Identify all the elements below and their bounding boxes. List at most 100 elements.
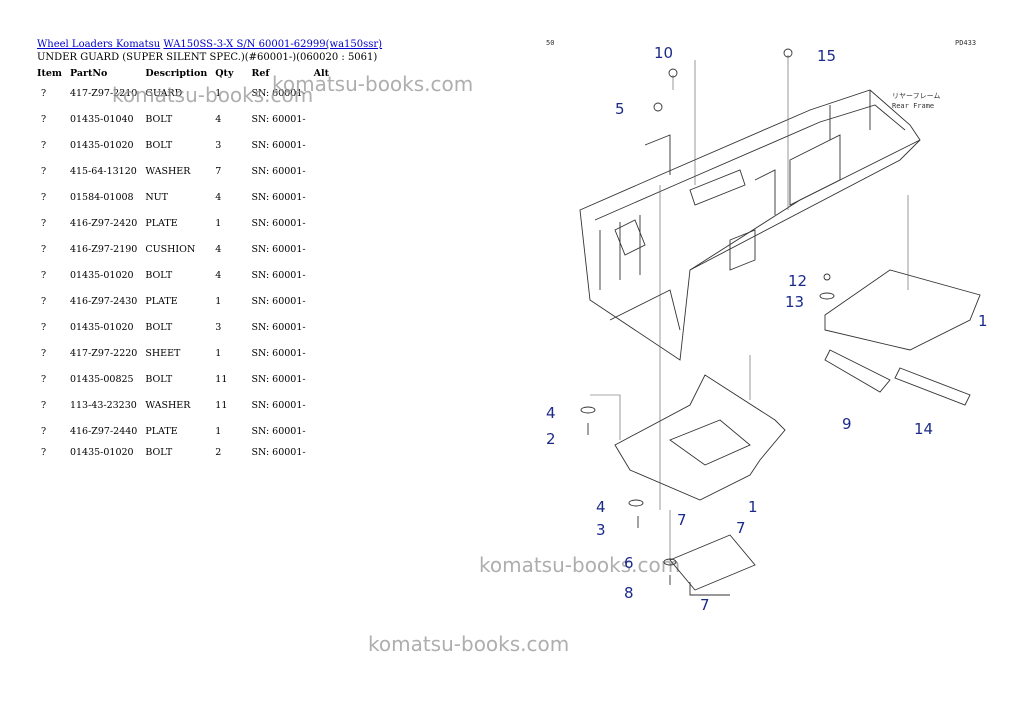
cell-partno: 416-Z97-2190 (69, 243, 138, 255)
cell-item: ? (41, 347, 47, 359)
callout-5: 5 (615, 100, 625, 118)
cell-partno: 01435-00825 (69, 373, 134, 385)
cell-desc: WASHER (145, 165, 191, 177)
cell-qty: 2 (215, 446, 222, 458)
cell-ref: SN: 60001- (251, 425, 306, 437)
table-row: ? 01435-00825 BOLT 11 SN: 60001- (33, 366, 333, 392)
cell-partno: 417-Z97-2210 (69, 87, 138, 99)
callout-2: 2 (546, 430, 556, 448)
callout-8: 8 (624, 584, 634, 602)
callout-7a: 7 (677, 511, 687, 529)
cell-item: ? (41, 243, 47, 255)
cell-desc: WASHER (145, 399, 191, 411)
col-qty: Qty (215, 67, 234, 79)
cell-ref: SN: 60001- (251, 373, 306, 385)
cell-item: ? (41, 165, 47, 177)
breadcrumb-link-wheel-loaders[interactable]: Wheel Loaders Komatsu (37, 39, 161, 50)
cell-desc: PLATE (145, 295, 178, 307)
cell-ref: SN: 60001- (251, 113, 306, 125)
sheet-drawing (669, 534, 756, 596)
cell-item: ? (41, 373, 47, 385)
cell-partno: 417-Z97-2220 (69, 347, 138, 359)
cell-desc: SHEET (145, 347, 181, 359)
cell-qty: 1 (215, 347, 222, 359)
cell-partno: 416-Z97-2420 (69, 217, 138, 229)
col-alt: Alt (313, 67, 329, 79)
callout-15: 15 (817, 47, 836, 65)
cell-desc: BOLT (145, 373, 173, 385)
cell-item: ? (41, 217, 47, 229)
cell-ref: SN: 60001- (251, 347, 306, 359)
cell-ref: SN: 60001- (251, 87, 306, 99)
cell-alt (310, 444, 333, 460)
cell-desc: CUSHION (145, 243, 196, 255)
cell-ref: SN: 60001- (251, 165, 306, 177)
cell-alt (310, 262, 333, 288)
cell-partno: 01435-01020 (69, 269, 134, 281)
cell-desc: BOLT (145, 321, 173, 333)
cell-qty: 4 (215, 243, 222, 255)
cell-desc: BOLT (145, 113, 173, 125)
leader-lines (590, 55, 909, 560)
cell-ref: SN: 60001- (251, 243, 306, 255)
watermark: komatsu-books.com (479, 553, 681, 577)
callout-13: 13 (785, 293, 804, 311)
col-partno: PartNo (69, 67, 108, 79)
callout-4b: 4 (596, 498, 606, 516)
frame-label-jp: リヤーフレーム (892, 92, 940, 100)
table-header-row: Item PartNo Description Qty Ref Alt (33, 66, 333, 80)
frame-label-en: Rear Frame (892, 102, 934, 110)
watermark: komatsu-books.com (272, 72, 474, 96)
cell-qty: 3 (215, 139, 222, 151)
callout-14: 14 (914, 420, 933, 438)
cell-qty: 4 (215, 113, 222, 125)
fastener-icons (580, 48, 835, 585)
cell-alt (310, 236, 333, 262)
callout-4: 4 (546, 404, 556, 422)
callout-1: 1 (978, 312, 988, 330)
cell-alt (310, 288, 333, 314)
cell-desc: PLATE (145, 217, 178, 229)
cell-partno: 01435-01020 (69, 446, 134, 458)
cell-qty: 7 (215, 165, 222, 177)
cell-desc: PLATE (145, 425, 178, 437)
cell-desc: NUT (145, 191, 169, 203)
side-plate-drawing (824, 269, 981, 406)
cell-qty: 11 (215, 373, 228, 385)
cell-item: ? (41, 139, 47, 151)
cell-alt (310, 184, 333, 210)
cell-qty: 11 (215, 399, 228, 411)
cell-partno: 01435-01020 (69, 321, 134, 333)
callout-6: 6 (624, 554, 634, 572)
cell-item: ? (41, 321, 47, 333)
cell-alt (310, 392, 333, 418)
cell-ref: SN: 60001- (251, 399, 306, 411)
callout-9: 9 (842, 415, 852, 433)
table-row: ? 416-Z97-2190 CUSHION 4 SN: 60001- (33, 236, 333, 262)
cell-desc: BOLT (145, 269, 173, 281)
cell-ref: SN: 60001- (251, 446, 306, 458)
cell-alt (310, 210, 333, 236)
cell-qty: 1 (215, 87, 222, 99)
cell-qty: 1 (215, 217, 222, 229)
callout-7c: 7 (700, 596, 710, 614)
cell-ref: SN: 60001- (251, 295, 306, 307)
breadcrumb-link-model[interactable]: WA150SS-3-X S/N 60001-62999(wa150ssr) (163, 39, 383, 50)
section-title: UNDER GUARD (SUPER SILENT SPEC.)(#60001-… (37, 52, 378, 63)
watermark: komatsu-books.com (368, 632, 570, 656)
cell-item: ? (41, 446, 47, 458)
cell-qty: 1 (215, 295, 222, 307)
cell-item: ? (41, 399, 47, 411)
cell-alt (310, 158, 333, 184)
table-row: ? 417-Z97-2220 SHEET 1 SN: 60001- (33, 340, 333, 366)
page-number: 50 (546, 39, 554, 47)
parts-table: Item PartNo Description Qty Ref Alt ?417… (33, 66, 333, 460)
cell-partno: 416-Z97-2430 (69, 295, 138, 307)
